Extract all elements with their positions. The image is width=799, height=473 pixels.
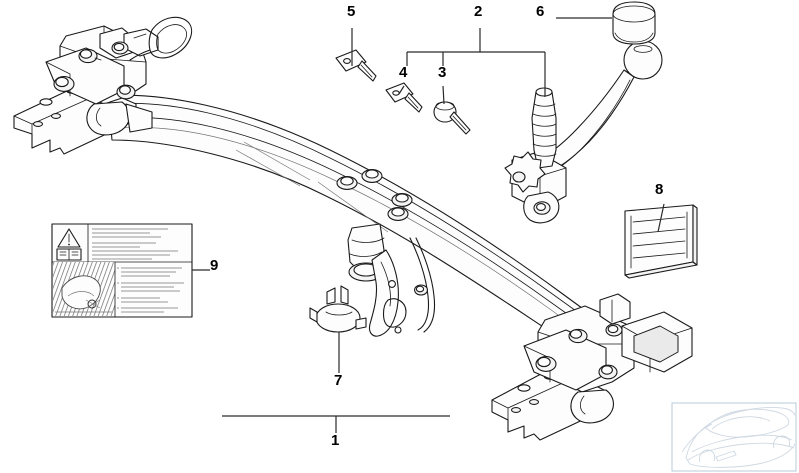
tow-ball-arm [504, 40, 663, 224]
round-head-bolt [433, 101, 471, 135]
leader-lines [192, 17, 665, 433]
callout-number-4: 4 [399, 64, 408, 81]
callout-number-9: 9 [210, 257, 219, 274]
bracket-bolt-right-top [605, 323, 623, 337]
warning-triangle-icon [57, 228, 81, 248]
manual-book-icon [56, 248, 82, 261]
key-large [335, 49, 377, 82]
bracket-bolt-left-lower [53, 76, 75, 92]
bracket-bolt-left-upper [78, 48, 102, 64]
callout-number-2: 2 [474, 3, 483, 20]
callout-number-1: 1 [331, 432, 340, 449]
callout-number-8: 8 [655, 181, 664, 198]
center-socket-mechanism [336, 169, 436, 337]
bracket-bolt-left-front [116, 84, 136, 100]
retaining-clip [309, 285, 367, 333]
callout-number-3: 3 [438, 64, 447, 81]
cover-plate [624, 204, 698, 279]
ball-protective-cap [612, 1, 656, 45]
label-top-text [92, 228, 178, 260]
beam-bolt-4 [387, 207, 409, 221]
label-illustration [53, 262, 115, 316]
bracket-bolt-left-mid [111, 41, 129, 55]
callout-number-7: 7 [334, 372, 343, 389]
bracket-bolt-right-front [598, 364, 618, 380]
callout-number-5: 5 [347, 3, 356, 20]
beam-bolt-3 [391, 193, 413, 207]
warning-information-label [51, 223, 193, 318]
right-mounting-bracket [491, 293, 693, 441]
callout-number-6: 6 [536, 3, 545, 20]
beam-bolt-2 [361, 169, 383, 183]
vehicle-thumbnail [671, 402, 797, 472]
beam-bolt-1 [336, 176, 358, 190]
locking-knob [504, 151, 546, 193]
key-small [385, 82, 423, 113]
left-mounting-bracket [13, 16, 193, 155]
bracket-bolt-right-lower [535, 356, 557, 372]
bracket-bolt-right-upper [568, 328, 588, 344]
label-bottom-text [117, 267, 184, 313]
